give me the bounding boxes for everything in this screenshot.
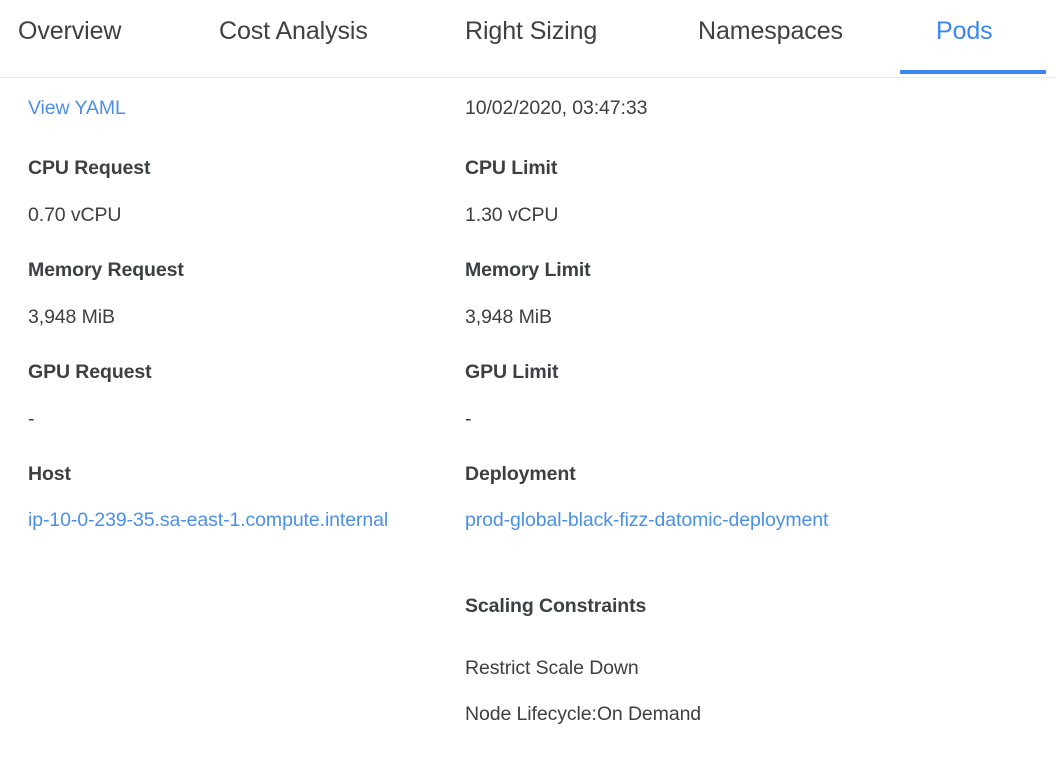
- field-label: CPU Limit: [465, 157, 558, 179]
- tab-bar: Overview Cost Analysis Right Sizing Name…: [0, 0, 1056, 78]
- tab-label: Namespaces: [698, 17, 843, 45]
- field-gpu-limit: GPU Limit -: [465, 360, 845, 436]
- pod-detail-panel: View YAML 10/02/2020, 03:47:33 CPU Reque…: [0, 78, 1056, 758]
- field-value: -: [28, 408, 35, 430]
- field-host: Host ip-10-0-239-35.sa-east-1.compute.in…: [28, 462, 408, 537]
- field-value: prod-global-black-fizz-datomic-deploymen…: [465, 504, 843, 537]
- field-label: GPU Request: [28, 361, 152, 383]
- tab-label: Pods: [936, 17, 993, 45]
- tab-namespaces[interactable]: Namespaces: [698, 0, 843, 78]
- scaling-constraints-section: Scaling Constraints: [465, 594, 845, 618]
- field-label: GPU Limit: [465, 361, 559, 383]
- field-gpu-request: GPU Request -: [28, 360, 408, 436]
- scaling-constraint-item: Restrict Scale Down: [465, 657, 639, 679]
- field-value: 3,948 MiB: [28, 306, 115, 328]
- tab-label: Overview: [18, 17, 122, 45]
- field-value: 0.70 vCPU: [28, 204, 122, 226]
- host-link[interactable]: ip-10-0-239-35.sa-east-1.compute.interna…: [28, 509, 389, 531]
- tab-label: Right Sizing: [465, 17, 598, 45]
- tab-cost-analysis[interactable]: Cost Analysis: [219, 0, 368, 78]
- scaling-constraint-item: Node Lifecycle:On Demand: [465, 703, 702, 725]
- field-value: ip-10-0-239-35.sa-east-1.compute.interna…: [28, 504, 406, 537]
- field-label: Memory Request: [28, 259, 184, 281]
- field-value: 1.30 vCPU: [465, 204, 559, 226]
- tab-label: Cost Analysis: [219, 17, 368, 45]
- tab-right-sizing[interactable]: Right Sizing: [465, 0, 597, 78]
- tab-pods[interactable]: Pods: [936, 0, 993, 78]
- pod-timestamp: 10/02/2020, 03:47:33: [465, 97, 648, 119]
- field-deployment: Deployment prod-global-black-fizz-datomi…: [465, 462, 845, 537]
- view-yaml-link[interactable]: View YAML: [28, 97, 126, 119]
- field-label: Deployment: [465, 463, 576, 485]
- field-label: CPU Request: [28, 157, 151, 179]
- tab-overview[interactable]: Overview: [18, 0, 121, 78]
- field-memory-limit: Memory Limit 3,948 MiB: [465, 258, 845, 334]
- field-label: Host: [28, 463, 71, 485]
- field-cpu-limit: CPU Limit 1.30 vCPU: [465, 156, 845, 232]
- field-value: 3,948 MiB: [465, 306, 552, 328]
- field-label: Memory Limit: [465, 259, 591, 281]
- active-tab-indicator: [900, 70, 1046, 74]
- field-memory-request: Memory Request 3,948 MiB: [28, 258, 408, 334]
- deployment-link[interactable]: prod-global-black-fizz-datomic-deploymen…: [465, 509, 829, 531]
- scaling-constraints-heading: Scaling Constraints: [465, 595, 647, 617]
- field-value: -: [465, 408, 472, 430]
- view-yaml-link-wrap: View YAML: [28, 96, 126, 120]
- field-cpu-request: CPU Request 0.70 vCPU: [28, 156, 408, 232]
